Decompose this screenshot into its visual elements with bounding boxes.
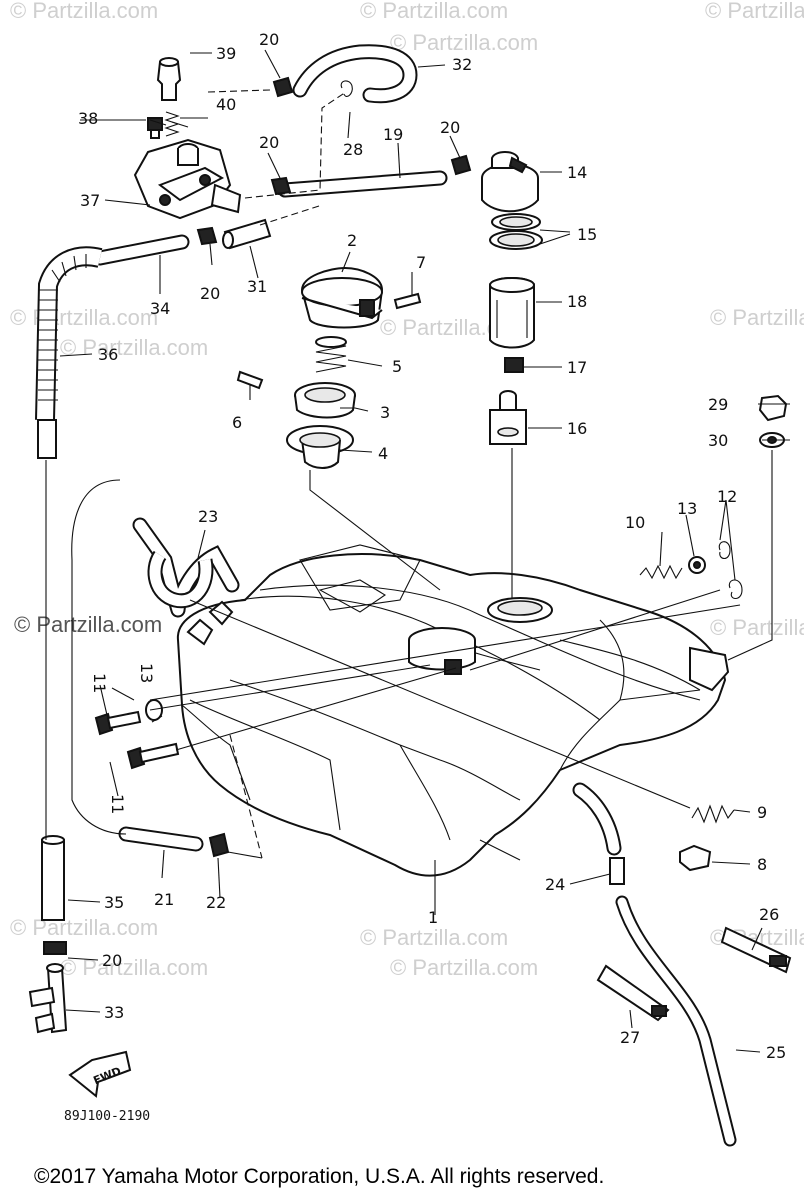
- label-20e: 20: [102, 951, 122, 970]
- label-4: 4: [378, 444, 388, 463]
- watermark: © Partzilla.com: [10, 305, 158, 330]
- label-20c: 20: [440, 118, 460, 137]
- label-35: 35: [104, 893, 124, 912]
- label-1: 1: [428, 908, 438, 927]
- watermark: © Partzilla.com: [10, 0, 158, 23]
- label-29: 29: [708, 395, 728, 414]
- hoses: [35, 44, 448, 459]
- watermark: © Partzilla.com: [710, 615, 804, 640]
- label-18: 18: [567, 292, 587, 311]
- fuel-tank: [176, 544, 730, 877]
- copyright-notice: ©2017 Yamaha Motor Corporation, U.S.A. A…: [34, 1165, 604, 1188]
- label-9: 9: [757, 803, 767, 822]
- label-15: 15: [577, 225, 597, 244]
- part-labels: 1 2 3 4 5 6 7 8 9 10 11 11 12 13 13 14 1…: [78, 30, 786, 1062]
- label-19: 19: [383, 125, 403, 144]
- label-20a: 20: [259, 30, 279, 49]
- label-32: 32: [452, 55, 472, 74]
- hardware-left: [28, 517, 240, 1098]
- label-30: 30: [708, 431, 728, 450]
- watermark-left: © Partzilla.com: [14, 612, 162, 637]
- watermark: © Partzilla.com: [10, 915, 158, 940]
- label-37: 37: [80, 191, 100, 210]
- label-14: 14: [567, 163, 587, 182]
- corrugations: [38, 254, 87, 401]
- drawing-code: 89J100-2190: [64, 1109, 150, 1124]
- label-28: 28: [343, 140, 363, 159]
- label-3: 3: [380, 403, 390, 422]
- label-23: 23: [198, 507, 218, 526]
- label-11b: 11: [108, 794, 127, 814]
- label-21: 21: [154, 890, 174, 909]
- watermark: © Partzilla.com: [390, 30, 538, 55]
- label-13b: 13: [137, 663, 156, 683]
- sender-assembly: [481, 151, 543, 445]
- label-20d: 20: [200, 284, 220, 303]
- vent-hoses: [572, 782, 792, 1147]
- fuel-cock-assembly: [133, 57, 242, 220]
- label-10: 10: [625, 513, 645, 532]
- label-25: 25: [766, 1043, 786, 1062]
- label-31: 31: [247, 277, 267, 296]
- leader-lines: [59, 49, 790, 1053]
- label-20b: 20: [259, 133, 279, 152]
- filler-assembly: [236, 266, 422, 469]
- label-36: 36: [98, 345, 118, 364]
- label-40: 40: [216, 95, 236, 114]
- clamps: [43, 76, 472, 955]
- label-38: 38: [78, 109, 98, 128]
- label-12: 12: [717, 487, 737, 506]
- watermark: © Partzilla.com: [60, 335, 208, 360]
- watermark: © Partzilla.com: [360, 925, 508, 950]
- label-17: 17: [567, 358, 587, 377]
- label-26: 26: [759, 905, 779, 924]
- watermark: © Partzilla.com: [360, 0, 508, 23]
- label-39: 39: [216, 44, 236, 63]
- label-8: 8: [757, 855, 767, 874]
- label-34: 34: [150, 299, 170, 318]
- label-7: 7: [416, 253, 426, 272]
- watermark: © Partzilla.com: [705, 0, 804, 23]
- label-33: 33: [104, 1003, 124, 1022]
- label-6: 6: [232, 413, 242, 432]
- label-11a: 11: [90, 673, 109, 693]
- watermark: © Partzilla.com: [710, 305, 804, 330]
- label-22: 22: [206, 893, 226, 912]
- label-13a: 13: [677, 499, 697, 518]
- label-2: 2: [347, 231, 357, 250]
- label-24: 24: [545, 875, 565, 894]
- label-5: 5: [392, 357, 402, 376]
- watermark: © Partzilla.com: [390, 955, 538, 980]
- label-16: 16: [567, 419, 587, 438]
- reference-lines: [45, 89, 773, 859]
- label-27: 27: [620, 1028, 640, 1047]
